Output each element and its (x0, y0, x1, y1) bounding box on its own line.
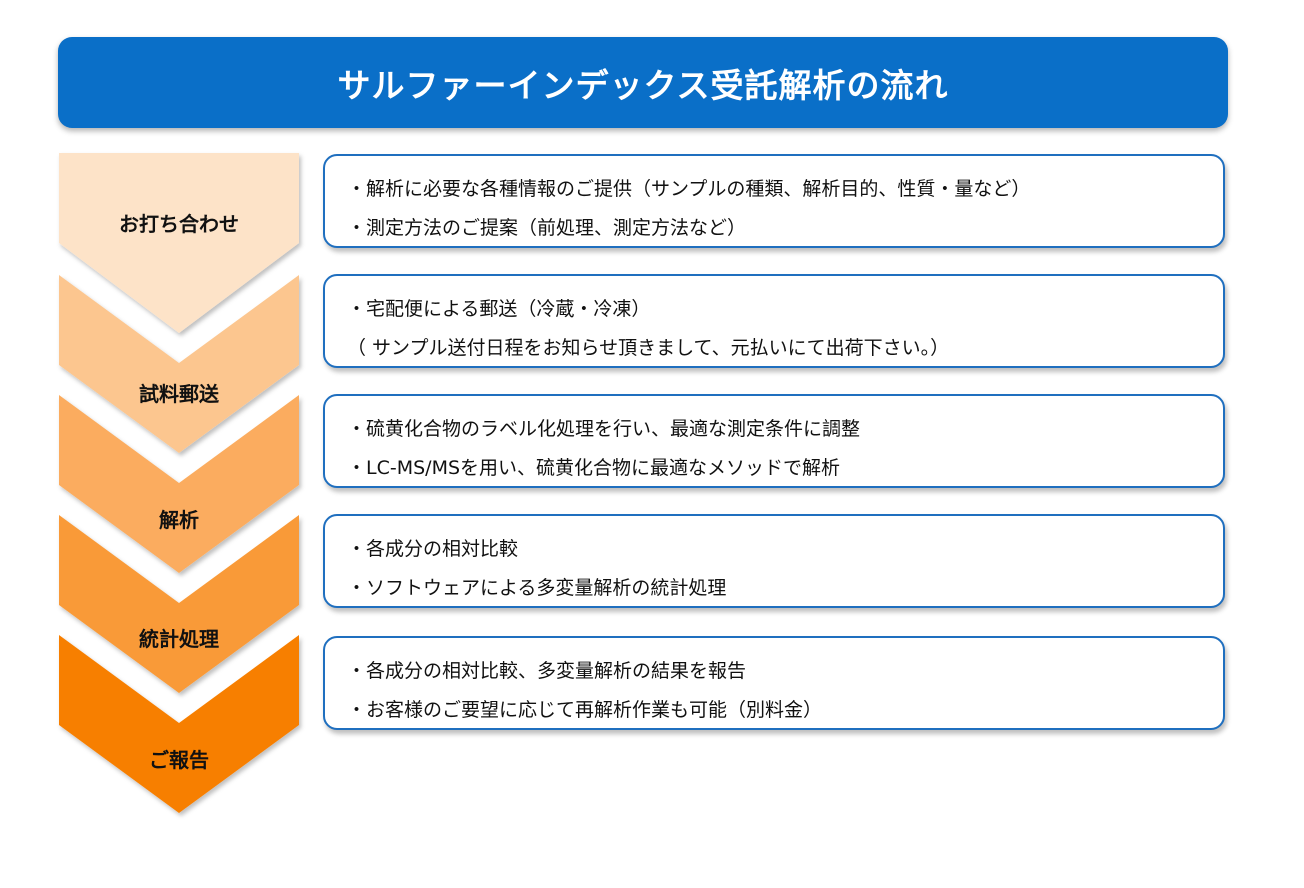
description-line: （ サンプル送付日程をお知らせ頂きまして、元払いにて出荷下さい。） (347, 337, 950, 359)
description-line: ・LC-MS/MSを用い、硫黄化合物に最適なメソッドで解析 (347, 457, 841, 479)
description-line: ・解析に必要な各種情報のご提供（サンプルの種類、解析目的、性質・量など） (347, 178, 1031, 200)
step-description-box: ・硫黄化合物のラベル化処理を行い、最適な測定条件に調整 ・LC-MS/MSを用い… (323, 394, 1225, 488)
description-line: ・各成分の相対比較、多変量解析の結果を報告 (347, 660, 747, 682)
title-banner: サルファーインデックス受託解析の流れ (58, 37, 1228, 128)
step-label: ご報告 (149, 748, 209, 772)
chevron-step-1 (59, 153, 299, 333)
step-description-box: ・各成分の相対比較、多変量解析の結果を報告 ・お客様のご要望に応じて再解析作業も… (323, 636, 1225, 730)
description-line: ・各成分の相対比較 (347, 538, 519, 560)
description-line: ・硫黄化合物のラベル化処理を行い、最適な測定条件に調整 (347, 418, 861, 440)
step-description-box: ・解析に必要な各種情報のご提供（サンプルの種類、解析目的、性質・量など） ・測定… (323, 154, 1225, 248)
step-label: お打ち合わせ (119, 212, 239, 236)
page-title: サルファーインデックス受託解析の流れ (337, 65, 949, 105)
description-line: ・お客様のご要望に応じて再解析作業も可能（別料金） (347, 699, 823, 721)
step-label: 解析 (159, 508, 199, 532)
description-line: ・宅配便による郵送（冷蔵・冷凍） (347, 298, 651, 320)
description-line: ・ソフトウェアによる多変量解析の統計処理 (347, 577, 727, 599)
step-description-box: ・各成分の相対比較 ・ソフトウェアによる多変量解析の統計処理 (323, 514, 1225, 608)
description-line: ・測定方法のご提案（前処理、測定方法など） (347, 217, 747, 239)
chevron-step-3 (59, 395, 299, 573)
step-description-box: ・宅配便による郵送（冷蔵・冷凍） （ サンプル送付日程をお知らせ頂きまして、元払… (323, 274, 1225, 368)
step-label: 統計処理 (139, 627, 219, 651)
step-label: 試料郵送 (139, 382, 219, 406)
chevron-step-5 (59, 635, 299, 813)
chevron-step-2 (59, 275, 299, 453)
chevron-step-4 (59, 515, 299, 693)
